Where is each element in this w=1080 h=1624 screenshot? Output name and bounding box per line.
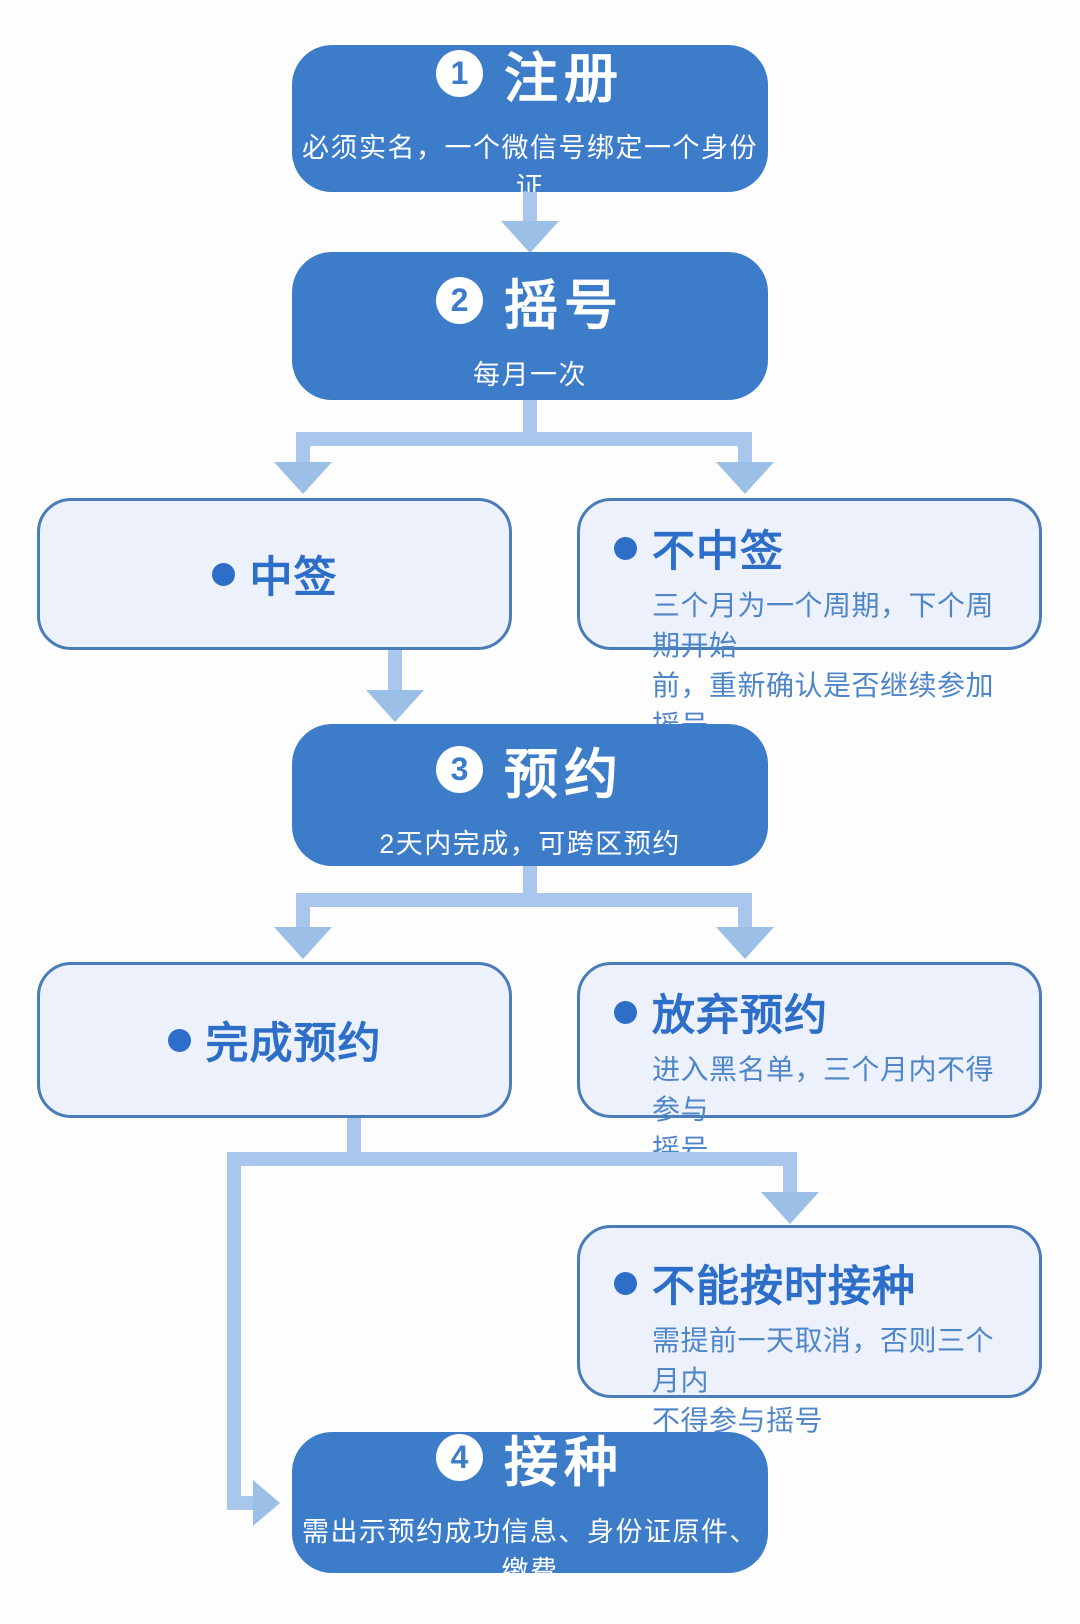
split-reserve-left-arrow-icon (274, 927, 332, 959)
node-outcome-abandon: 放弃预约 进入黑名单，三个月内不得参与 摇号 (577, 962, 1042, 1165)
step1-subtitle: 必须实名，一个微信号绑定一个身份证 (302, 132, 758, 202)
split-reserve-right-arrow-icon (716, 927, 774, 959)
step2-title: 摇号 (504, 275, 624, 336)
node-step4-vaccinate: 4 接种 需出示预约成功信息、身份证原件、缴费 (292, 1432, 768, 1586)
split-reserve-left-drop-line (296, 907, 310, 929)
step3-subtitle: 2天内完成，可跨区预约 (379, 828, 681, 859)
step4-subtitle: 需出示预约成功信息、身份证原件、缴费 (302, 1516, 758, 1586)
outcome-miss-description-line1: 需提前一天取消，否则三个月内 (652, 1325, 995, 1397)
bullet-icon (614, 536, 637, 560)
outcome-complete-title: 完成预约 (205, 1020, 382, 1068)
bullet-icon (167, 1028, 191, 1052)
bullet-icon (614, 1000, 637, 1024)
outcome-win-title: 中签 (249, 554, 338, 602)
node-outcome-complete: 完成预约 (37, 962, 512, 1118)
outcome-miss-heading: 不能按时接种 (614, 1252, 1013, 1314)
split-lottery-left-arrow-icon (274, 462, 332, 494)
split-lottery-right-arrow-icon (716, 462, 774, 494)
outcome-abandon-title: 放弃预约 (652, 992, 828, 1040)
outcome-abandon-heading: 放弃预约 (614, 981, 1013, 1043)
connector-complete-to-miss-arrow-icon (761, 1192, 819, 1224)
bullet-icon (614, 1271, 637, 1295)
connector-complete-to-vaccinate-arrow-icon (253, 1480, 280, 1526)
outcome-lose-description: 三个月为一个周期，下个周期开始 前，重新确认是否继续参加摇号 (652, 586, 1013, 746)
connector-win-to-reserve-line (388, 650, 402, 692)
node-step2-lottery: 2 摇号 每月一次 (292, 252, 768, 400)
connector-win-to-reserve-arrow-icon (366, 690, 424, 722)
step2-number-badge: 2 (436, 276, 483, 324)
step3-title: 预约 (504, 744, 624, 805)
outcome-lose-description-line1: 三个月为一个周期，下个周期开始 (652, 590, 995, 662)
step1-heading: 1 注册 (436, 34, 624, 113)
outcome-lose-heading: 不中签 (614, 517, 1013, 579)
outcome-win-heading: 中签 (211, 543, 338, 605)
split-lottery-right-drop-line (738, 446, 752, 464)
step1-title: 注册 (504, 48, 624, 109)
connector-register-to-lottery-arrow-icon (501, 221, 559, 253)
outcome-miss-title: 不能按时接种 (652, 1263, 916, 1311)
step3-number-badge: 3 (436, 745, 483, 793)
node-outcome-lose: 不中签 三个月为一个周期，下个周期开始 前，重新确认是否继续参加摇号 (577, 498, 1042, 741)
outcome-abandon-description-line1: 进入黑名单，三个月内不得参与 (652, 1054, 995, 1126)
node-step1-register: 1 注册 必须实名，一个微信号绑定一个身份证 (292, 45, 768, 202)
step4-number-badge: 4 (436, 1433, 483, 1481)
step4-title: 接种 (504, 1432, 624, 1493)
connector-complete-left-drop-line (227, 1152, 241, 1510)
node-step3-reserve: 3 预约 2天内完成，可跨区预约 (292, 724, 768, 866)
outcome-abandon-description: 进入黑名单，三个月内不得参与 摇号 (652, 1050, 1013, 1170)
step2-subtitle: 每月一次 (473, 359, 587, 390)
outcome-miss-description: 需提前一天取消，否则三个月内 不得参与摇号 (652, 1321, 1013, 1441)
connector-complete-bottom-line (241, 1496, 254, 1510)
step1-number-badge: 1 (436, 49, 483, 97)
connector-complete-right-drop-line (783, 1166, 797, 1194)
outcome-miss-description-line2: 不得参与摇号 (652, 1405, 824, 1437)
split-lottery-left-drop-line (296, 446, 310, 464)
node-outcome-win: 中签 (37, 498, 512, 650)
connector-complete-crossbar-line (227, 1152, 797, 1166)
split-reserve-right-drop-line (738, 907, 752, 929)
connector-register-to-lottery-line (523, 192, 537, 225)
bullet-icon (211, 562, 235, 586)
step4-heading: 4 接种 (436, 1418, 624, 1497)
split-reserve-crossbar-line (296, 893, 752, 907)
node-outcome-miss: 不能按时接种 需提前一天取消，否则三个月内 不得参与摇号 (577, 1225, 1042, 1436)
step2-heading: 2 摇号 (436, 261, 624, 340)
split-lottery-crossbar-line (296, 432, 752, 446)
step3-heading: 3 预约 (436, 730, 624, 809)
outcome-lose-title: 不中签 (652, 528, 784, 576)
outcome-complete-heading: 完成预约 (167, 1009, 382, 1071)
